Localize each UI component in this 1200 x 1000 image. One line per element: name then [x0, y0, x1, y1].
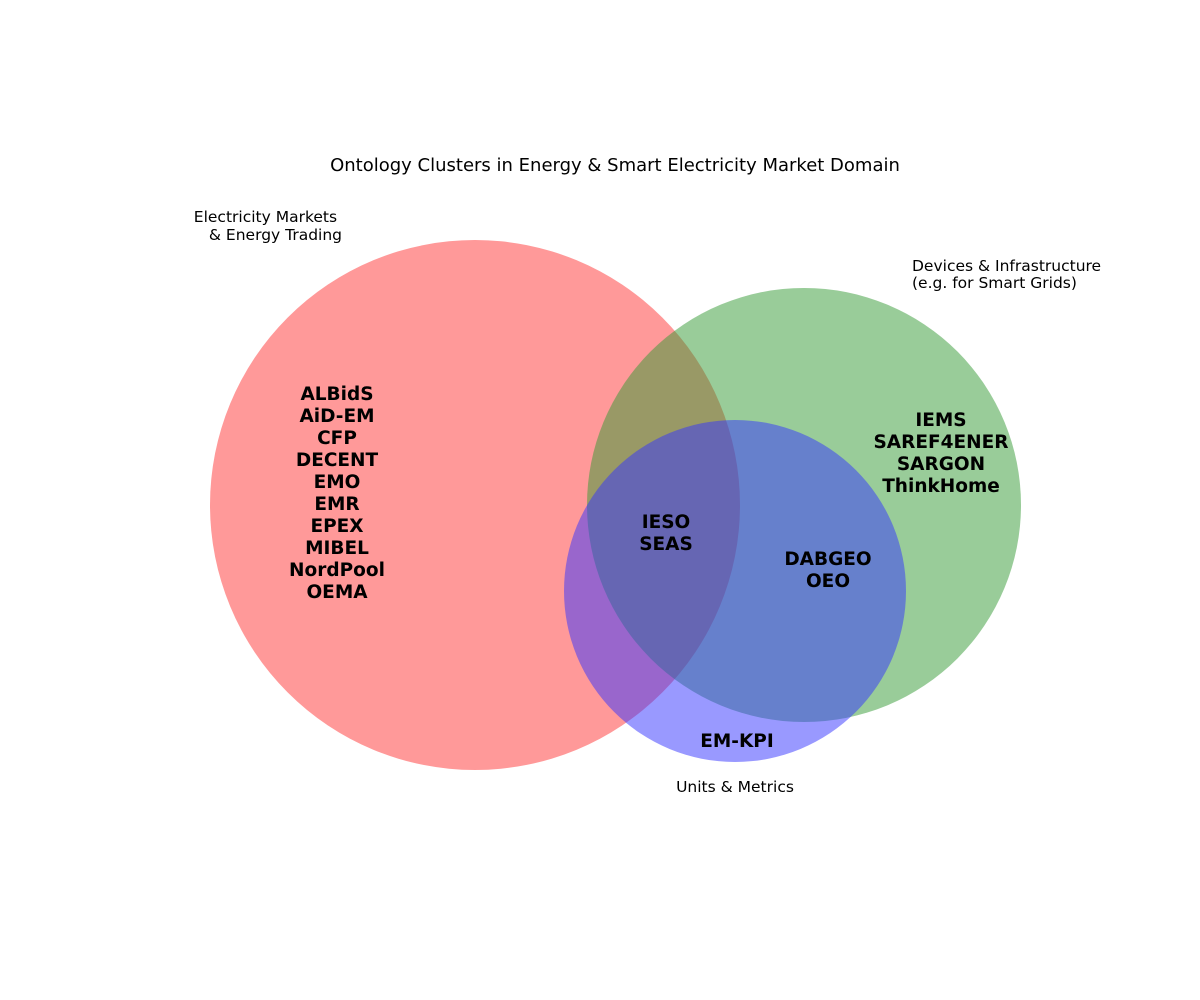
- ontology-item: NordPool: [289, 560, 385, 581]
- markets-label-line2: & Energy Trading: [209, 226, 342, 244]
- ontology-item: ThinkHome: [882, 476, 1000, 497]
- ontology-item: SARGON: [897, 454, 985, 475]
- region-units-only: EM-KPI: [700, 731, 774, 752]
- ontology-item: ALBidS: [300, 384, 373, 405]
- ontology-item: EMR: [314, 494, 359, 515]
- ontology-item: OEMA: [306, 582, 368, 603]
- ontology-item: IEMS: [915, 410, 966, 431]
- ontology-item: AiD-EM: [299, 406, 374, 427]
- ontology-item: EMO: [314, 472, 361, 493]
- ontology-item: DABGEO: [784, 549, 871, 570]
- units-circle: [564, 420, 906, 762]
- ontology-item: CFP: [317, 428, 357, 449]
- units-label-line1: Units & Metrics: [676, 778, 794, 796]
- ontology-item: DECENT: [296, 450, 379, 471]
- diagram-title: Ontology Clusters in Energy & Smart Elec…: [330, 155, 900, 176]
- ontology-item: MIBEL: [305, 538, 369, 559]
- devices-label-line1: Devices & Infrastructure: [912, 257, 1101, 275]
- ontology-item: SEAS: [639, 534, 693, 555]
- devices-set-label: Devices & Infrastructure (e.g. for Smart…: [912, 257, 1106, 292]
- devices-label-line2: (e.g. for Smart Grids): [912, 274, 1077, 292]
- markets-label-line1: Electricity Markets: [194, 208, 337, 226]
- ontology-item: EM-KPI: [700, 731, 774, 752]
- ontology-item: IESO: [642, 512, 691, 533]
- ontology-item: SAREF4ENER: [873, 432, 1008, 453]
- markets-set-label: Electricity Markets & Energy Trading: [194, 208, 342, 244]
- ontology-item: EPEX: [310, 516, 363, 537]
- units-set-label: Units & Metrics: [676, 778, 794, 796]
- ontology-item: OEO: [806, 571, 850, 592]
